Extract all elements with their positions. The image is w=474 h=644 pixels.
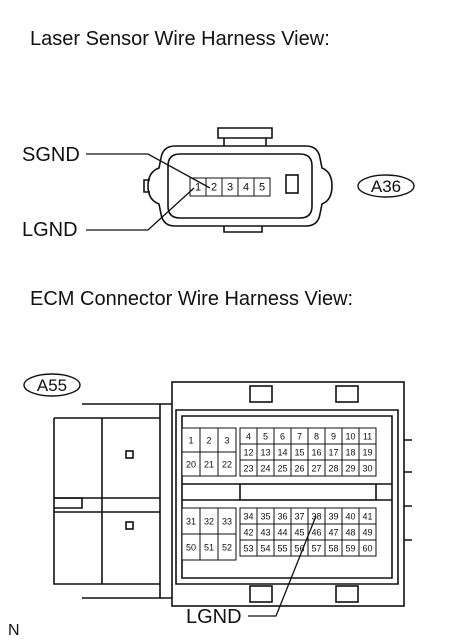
laser-pin-3-label: 3 (227, 182, 233, 194)
ecm-pin-53-label: 53 (243, 544, 253, 554)
ecm-pin-54-label: 54 (260, 544, 270, 554)
ecm-lgnd-leader-line (248, 515, 317, 617)
ecm-pin-3-label: 3 (224, 436, 229, 446)
lgnd-callout-label: LGND (22, 219, 78, 241)
ecm-pin-45-label: 45 (294, 528, 304, 538)
ecm-pin-56-label: 56 (294, 544, 304, 554)
laser-pin-2-label: 2 (211, 182, 217, 194)
ecm-pin-40-label: 40 (345, 512, 355, 522)
ecm-pin-18-label: 18 (345, 448, 355, 458)
ecm-pin-37-label: 37 (294, 512, 304, 522)
ecm-pin-6-label: 6 (280, 432, 285, 442)
a55-tag-label: A55 (37, 376, 67, 395)
ecm-pin-47-label: 47 (328, 528, 338, 538)
ecm-pin-60-label: 60 (362, 544, 372, 554)
ecm-pin-21-label: 21 (204, 460, 214, 470)
ecm-pin-15-label: 15 (294, 448, 304, 458)
ecm-pin-36-label: 36 (277, 512, 287, 522)
ecm-pin-12-label: 12 (243, 448, 253, 458)
ecm-pin-35-label: 35 (260, 512, 270, 522)
ecm-pin-39-label: 39 (328, 512, 338, 522)
a55-tag-outline (23, 373, 81, 397)
ecm-pin-42-label: 42 (243, 528, 253, 538)
ecm-pin-4-label: 4 (246, 432, 251, 442)
laser-view-title: Laser Sensor Wire Harness View: (30, 28, 330, 50)
ecm-pin-60-cell (358, 539, 377, 557)
sgnd-leader-line (86, 153, 211, 189)
laser-pin-4-label: 4 (243, 182, 249, 194)
ecm-pin-10-label: 10 (345, 432, 355, 442)
ecm-pin-29-label: 29 (345, 464, 355, 474)
ecm-pin-41-label: 41 (362, 512, 372, 522)
ecm-pin-33-label: 33 (222, 517, 232, 527)
ecm-pin-43-label: 43 (260, 528, 270, 538)
laser-pin-1-label: 1 (195, 182, 201, 194)
laser-pin-5-cell (253, 177, 271, 197)
ecm-view-title: ECM Connector Wire Harness View: (30, 288, 354, 310)
a36-tag-label: A36 (371, 177, 401, 196)
ecm-pin-30-cell (358, 459, 377, 477)
ecm-pin-55-label: 55 (277, 544, 287, 554)
ecm-pin-24-label: 24 (260, 464, 270, 474)
ecm-pin-52-label: 52 (222, 543, 232, 553)
ecm-pin-48-label: 48 (345, 528, 355, 538)
ecm-pin-59-label: 59 (345, 544, 355, 554)
ecm-pin-34-label: 34 (243, 512, 253, 522)
ecm-pin-58-label: 58 (328, 544, 338, 554)
ecm-pin-11-label: 11 (363, 432, 372, 442)
ecm-pin-30-label: 30 (362, 464, 372, 474)
ecm-pin-7-label: 7 (297, 432, 302, 442)
ecm-pin-27-label: 27 (311, 464, 321, 474)
sgnd-callout-label: SGND (22, 144, 80, 166)
ecm-pin-22-label: 22 (222, 460, 232, 470)
ecm-pin-2-label: 2 (206, 436, 211, 446)
ecm-pin-19-label: 19 (362, 448, 372, 458)
ecm-lgnd-callout-label: LGND (186, 606, 242, 628)
ecm-pin-46-label: 46 (311, 528, 321, 538)
ecm-pin-26-label: 26 (294, 464, 304, 474)
laser-sensor-connector (143, 127, 333, 233)
ecm-pin-22-cell (217, 451, 237, 477)
ecm-pin-57-label: 57 (311, 544, 321, 554)
ecm-pin-23-label: 23 (243, 464, 253, 474)
ecm-pin-50-label: 50 (186, 543, 196, 553)
laser-pin-5-label: 5 (259, 182, 265, 194)
ecm-pin-17-label: 17 (328, 448, 338, 458)
ecm-pin-51-label: 51 (204, 543, 214, 553)
ecm-pin-32-label: 32 (204, 517, 214, 527)
figure-code: N (8, 622, 20, 639)
ecm-pin-16-label: 16 (311, 448, 321, 458)
lgnd-leader-line (86, 187, 195, 231)
ecm-pin-5-label: 5 (263, 432, 268, 442)
ecm-pin-28-label: 28 (328, 464, 338, 474)
ecm-pin-14-label: 14 (277, 448, 287, 458)
ecm-pin-31-label: 31 (186, 517, 196, 527)
ecm-connector-housing (53, 381, 412, 607)
ecm-pin-44-label: 44 (277, 528, 287, 538)
ecm-pin-25-label: 25 (277, 464, 287, 474)
ecm-pin-9-label: 9 (331, 432, 336, 442)
ecm-pin-8-label: 8 (314, 432, 319, 442)
ecm-pin-20-label: 20 (186, 460, 196, 470)
ecm-pin-49-label: 49 (362, 528, 372, 538)
ecm-pin-1-label: 1 (188, 436, 193, 446)
ecm-pin-13-label: 13 (260, 448, 270, 458)
ecm-pin-52-cell (217, 533, 237, 561)
a36-tag-outline (357, 174, 415, 198)
